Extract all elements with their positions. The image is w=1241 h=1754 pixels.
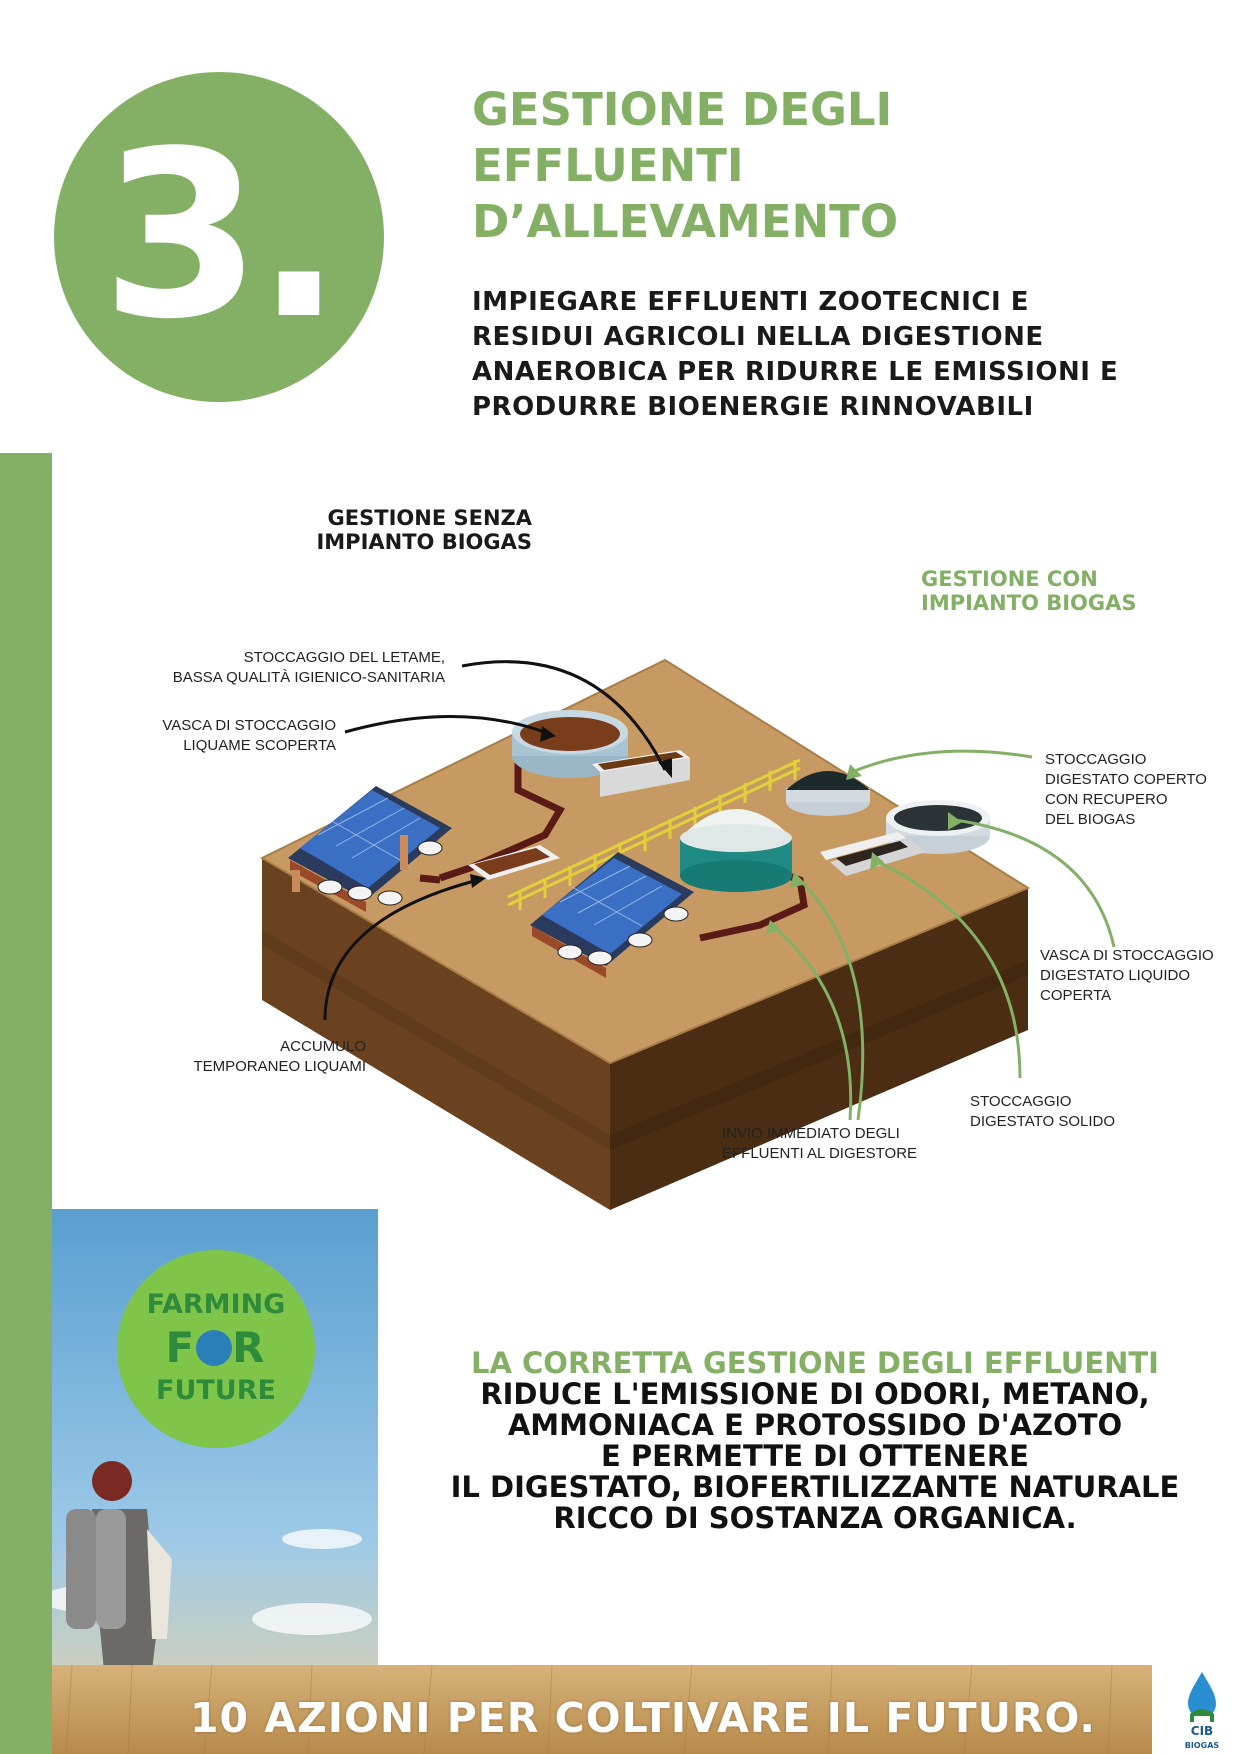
section-number-circle (54, 72, 384, 402)
conclusion-line: RICCO DI SOSTANZA ORGANICA. (553, 1501, 1077, 1535)
label-line: DIGESTATO LIQUIDO (1040, 967, 1191, 984)
label-liquid-digestate-tank: VASCA DI STOCCAGGIO DIGESTATO LIQUIDO CO… (1040, 946, 1238, 1006)
label-line: COPERTA (1040, 987, 1112, 1004)
logo-letter: F (165, 1323, 197, 1372)
label-line: DIGESTATO COPERTO (1045, 771, 1207, 788)
heading-line: IMPIANTO BIOGAS (921, 591, 1137, 615)
label-line: EFFLUENTI AL DIGESTORE (722, 1145, 918, 1162)
heading-line: GESTIONE CON (921, 567, 1098, 591)
label-covered-digestate: STOCCAGGIO DIGESTATO COPERTO CON RECUPER… (1045, 750, 1235, 830)
title-line: EFFLUENTI (472, 139, 744, 192)
side-accent-bar (0, 453, 52, 1754)
logo-letter: R (232, 1323, 267, 1372)
label-line: STOCCAGGIO (970, 1093, 1072, 1110)
footer-slogan: 10 AZIONI PER COLTIVARE IL FUTURO. (190, 1694, 1096, 1742)
heading-with-biogas: GESTIONE CON IMPIANTO BIOGAS (921, 567, 1221, 615)
label-line: INVIO IMMEDIATO DEGLI (722, 1125, 900, 1142)
heading-without-biogas: GESTIONE SENZA IMPIANTO BIOGAS (250, 506, 532, 554)
label-line: STOCCAGGIO (1045, 751, 1147, 768)
conclusion-line: IL DIGESTATO, BIOFERTILIZZANTE NATURALE (450, 1470, 1180, 1504)
title-line: D’ALLEVAMENTO (472, 195, 899, 248)
cib-brand-name: CIB (1190, 1724, 1214, 1738)
label-solid-digestate: STOCCAGGIO DIGESTATO SOLIDO (970, 1092, 1160, 1132)
label-line: STOCCAGGIO DEL LETAME, (243, 649, 445, 666)
subtitle-line: ANAEROBICA PER RIDURRE LE EMISSIONI E (472, 357, 1119, 387)
wheat-field-strip (52, 1665, 1152, 1754)
subtitle-line: RESIDUI AGRICOLI NELLA DIGESTIONE (472, 322, 1044, 352)
label-line: DIGESTATO SOLIDO (970, 1113, 1116, 1130)
label-immediate-delivery: INVIO IMMEDIATO DEGLI EFFLUENTI AL DIGES… (722, 1124, 952, 1164)
logo-line-3: FUTURE (156, 1375, 276, 1406)
subtitle-line: PRODURRE BIOENERGIE RINNOVABILI (472, 392, 1034, 422)
cib-logo-icon (1188, 1672, 1216, 1722)
cib-brand-sub: BIOGAS (1184, 1741, 1220, 1750)
logo-line-1: FARMING (146, 1289, 286, 1320)
conclusion-text: LA CORRETTA GESTIONE DEGLI EFFLUENTI RID… (420, 1348, 1210, 1534)
label-line: BASSA QUALITÀ IGIENICO-SANITARIA (172, 669, 445, 686)
heading-line: IMPIANTO BIOGAS (316, 530, 532, 554)
section-number: 3. (101, 103, 342, 370)
page-subtitle: IMPIEGARE EFFLUENTI ZOOTECNICI E RESIDUI… (472, 285, 1192, 425)
label-manure-storage: STOCCAGGIO DEL LETAME, BASSA QUALITÀ IGI… (120, 648, 445, 688)
label-line: ACCUMULO (280, 1038, 366, 1055)
label-line: LIQUAME SCOPERTA (183, 737, 336, 754)
heading-line: GESTIONE SENZA (327, 506, 532, 530)
conclusion-line: E PERMETTE DI OTTENERE (601, 1439, 1029, 1473)
conclusion-line: AMMONIACA E PROTOSSIDO D'AZOTO (507, 1408, 1123, 1442)
label-line: DEL BIOGAS (1045, 811, 1136, 828)
label-line: VASCA DI STOCCAGGIO (1040, 947, 1214, 964)
page-title: GESTIONE DEGLI EFFLUENTI D’ALLEVAMENTO (472, 82, 1172, 250)
label-slurry-tank: VASCA DI STOCCAGGIO LIQUAME SCOPERTA (100, 716, 336, 756)
label-temporary-accumulation: ACCUMULO TEMPORANEO LIQUAMI (140, 1037, 366, 1077)
label-line: CON RECUPERO (1045, 791, 1168, 808)
conclusion-highlight: LA CORRETTA GESTIONE DEGLI EFFLUENTI (471, 1346, 1159, 1380)
title-line: GESTIONE DEGLI (472, 83, 893, 136)
label-line: TEMPORANEO LIQUAMI (193, 1058, 366, 1075)
label-line: VASCA DI STOCCAGGIO (162, 717, 336, 734)
subtitle-line: IMPIEGARE EFFLUENTI ZOOTECNICI E (472, 287, 1029, 317)
conclusion-line: RIDUCE L'EMISSIONE DI ODORI, METANO, (480, 1377, 1150, 1411)
globe-icon (196, 1330, 233, 1366)
